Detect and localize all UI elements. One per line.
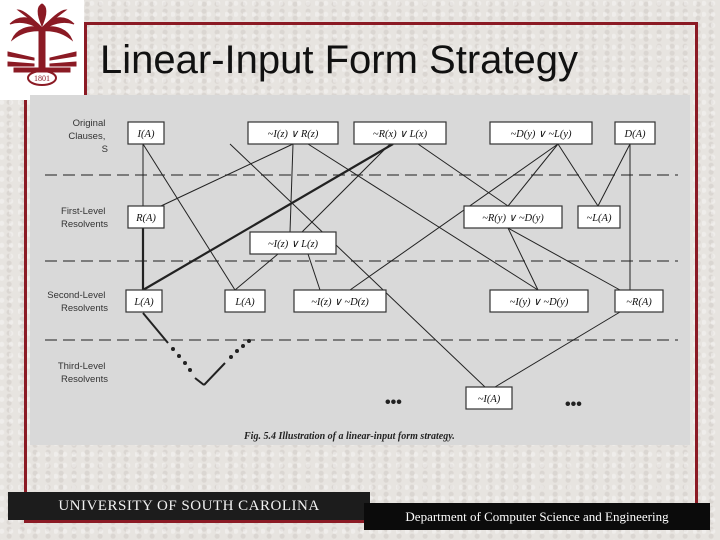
derivation-edges [141, 143, 631, 388]
svg-text:~I(y) ∨ ~D(y): ~I(y) ∨ ~D(y) [510, 297, 569, 308]
node-orig-4: ~D(y) ∨ ~L(y) [489, 121, 593, 145]
resolution-diagram: Original Clauses, S First-Level Resolven… [30, 95, 690, 445]
svg-text:~I(z) ∨ L(z): ~I(z) ∨ L(z) [268, 239, 319, 250]
svg-text:I(A): I(A) [137, 129, 155, 140]
level-separators [45, 174, 678, 341]
node-second-1: L(A) [125, 289, 163, 313]
frame-line-left [24, 100, 27, 522]
node-third-1: ~I(A) [465, 386, 513, 410]
svg-text:~L(A): ~L(A) [587, 213, 612, 224]
node-first-1: R(A) [127, 205, 165, 229]
frame-line-right [695, 22, 698, 522]
node-first-4: ~L(A) [577, 205, 621, 229]
third-level-dots [171, 339, 251, 386]
page-title: Linear-Input Form Strategy [100, 38, 578, 82]
node-orig-5: D(A) [614, 121, 656, 145]
svg-text:R(A): R(A) [135, 213, 156, 224]
ellipsis-left: ••• [385, 394, 402, 411]
figure-caption: Fig. 5.4 Illustration of a linear-input … [243, 431, 455, 442]
frame-line-bottom [24, 520, 698, 523]
svg-text:D(A): D(A) [624, 129, 646, 140]
logo-year: 1801 [34, 74, 50, 83]
node-second-3: ~I(z) ∨ ~D(z) [293, 289, 387, 313]
row-label-original: Original Clauses, S [68, 118, 108, 155]
frame-line-top [84, 22, 698, 25]
svg-text:~I(z) ∨ ~D(z): ~I(z) ∨ ~D(z) [311, 297, 369, 308]
node-first-2: ~I(z) ∨ L(z) [249, 231, 337, 255]
university-logo: 1801 [0, 0, 84, 100]
svg-text:~I(z) ∨ R(z): ~I(z) ∨ R(z) [268, 129, 319, 140]
palmetto-tree-seal-icon: 1801 [7, 3, 77, 86]
frame-line-left-upper [84, 22, 87, 102]
node-orig-3: ~R(x) ∨ L(x) [353, 121, 447, 145]
row-label-first-level: First-Level Resolvents [61, 206, 108, 230]
footer-department-name: Department of Computer Science and Engin… [364, 503, 710, 530]
row-label-second-level: Second-Level Resolvents [47, 290, 108, 314]
svg-text:~R(x) ∨ L(x): ~R(x) ∨ L(x) [373, 129, 428, 140]
svg-text:~D(y) ∨ ~L(y): ~D(y) ∨ ~L(y) [510, 129, 572, 140]
svg-text:L(A): L(A) [133, 297, 154, 308]
svg-text:~R(y) ∨ ~D(y): ~R(y) ∨ ~D(y) [482, 213, 544, 224]
row-label-third-level: Third-Level Resolvents [58, 361, 108, 385]
node-second-5: ~R(A) [614, 289, 664, 313]
svg-text:~R(A): ~R(A) [626, 297, 652, 308]
node-orig-1: I(A) [127, 121, 165, 145]
footer-university-name: UNIVERSITY OF SOUTH CAROLINA [8, 492, 370, 520]
svg-text:L(A): L(A) [234, 297, 255, 308]
node-second-4: ~I(y) ∨ ~D(y) [489, 289, 589, 313]
svg-text:~I(A): ~I(A) [478, 394, 501, 405]
ellipsis-right: ••• [565, 396, 582, 413]
node-orig-2: ~I(z) ∨ R(z) [247, 121, 339, 145]
node-first-3: ~R(y) ∨ ~D(y) [463, 205, 563, 229]
node-second-2: L(A) [224, 289, 266, 313]
